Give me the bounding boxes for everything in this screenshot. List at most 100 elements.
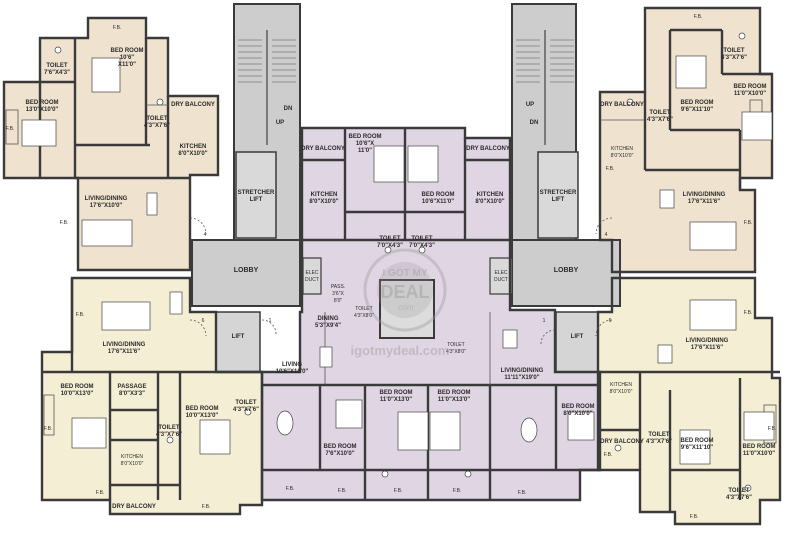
lobby-right-label: LOBBY	[554, 267, 579, 274]
door-arc-br	[595, 319, 613, 337]
sofa-br	[689, 299, 737, 331]
tr-fb-left: F.B.	[606, 166, 615, 172]
tl-dry-balcony: DRY BALCONY	[171, 102, 215, 108]
bl-door-no: 6	[202, 318, 205, 324]
flat-bottom-right	[598, 278, 780, 524]
bed-bl-a	[71, 417, 107, 449]
tc-dry-balcony-right: DRY BALCONY	[466, 146, 510, 152]
dining-bl	[169, 291, 183, 315]
tl-fb-top: F.B.	[113, 25, 122, 31]
bed-tr-a	[675, 55, 707, 89]
bed-c-f	[335, 399, 363, 429]
lobby-left-label: LOBBY	[234, 267, 259, 274]
watermark-line3: .com	[396, 303, 414, 312]
door-arc-c-r	[540, 329, 556, 345]
watermark-line2: DEAL	[381, 282, 430, 302]
stair-left-up: UP	[276, 120, 284, 126]
watermark-line1: I GOT MY	[383, 268, 428, 279]
bl-fb: F.B.	[76, 312, 85, 318]
bed-br-b	[743, 411, 775, 441]
lobby-right-block	[511, 239, 621, 307]
door-arc-bl	[189, 319, 207, 337]
wc-6	[418, 246, 426, 254]
br-fb-right: F.B.	[768, 426, 777, 432]
tr-fb-right: F.B.	[744, 220, 753, 226]
table-c-l	[276, 410, 294, 436]
bl-fb-bottom: F.B.	[202, 504, 211, 510]
bc-door-right: 1	[543, 318, 546, 324]
bed-c-a	[373, 145, 405, 183]
lift-right-label: LIFT	[571, 334, 584, 340]
stair-right-up: UP	[526, 102, 534, 108]
bc-door-left: 1	[269, 318, 272, 324]
central-void	[379, 279, 435, 339]
stretcher-lift-left	[235, 151, 277, 239]
wc-7	[166, 436, 174, 444]
bl-fb-left: F.B.	[44, 426, 53, 432]
door-arc-tr	[595, 217, 613, 235]
bed-bl-b	[199, 419, 231, 455]
stretcher-lift-right	[537, 151, 579, 239]
wc-5	[384, 246, 392, 254]
wc-11	[381, 470, 389, 478]
tr-dry-balcony: DRY BALCONY	[600, 102, 644, 108]
br-dry-balcony: DRY BALCONY	[600, 439, 644, 445]
watermark-url: igotmydeal.com	[351, 343, 450, 358]
tc-dry-balcony-left: DRY BALCONY	[301, 146, 345, 152]
dining-c-r	[502, 329, 518, 349]
br-door-no: 6	[609, 318, 612, 324]
bl-dry-balcony: DRY BALCONY	[112, 504, 156, 510]
bc-fb-1: F.B.	[286, 486, 295, 492]
table-c-r	[520, 417, 538, 443]
core	[191, 3, 621, 373]
wc-8	[244, 408, 252, 416]
bc-fb-5: F.B.	[518, 490, 527, 496]
sofa-tl	[81, 219, 133, 247]
stair-right-dn: DN	[530, 120, 539, 126]
stair-treads-right	[516, 30, 574, 145]
stair-treads-left	[238, 30, 296, 145]
lobby-left-block	[191, 239, 301, 307]
elec-duct-left	[302, 257, 322, 295]
bc-fb-4: F.B.	[453, 488, 462, 494]
elec-duct-right	[489, 257, 513, 295]
flat-bottom-left	[42, 278, 262, 514]
sofa-tr	[689, 221, 737, 251]
tl-fb-lower: F.B.	[60, 220, 69, 226]
br-fb-left: F.B.	[604, 452, 613, 458]
sofa-bl	[101, 301, 151, 331]
br-fb-top: F.B.	[744, 310, 753, 316]
br-fb-bottom: F.B.	[690, 514, 699, 520]
dining-tl	[146, 192, 158, 216]
